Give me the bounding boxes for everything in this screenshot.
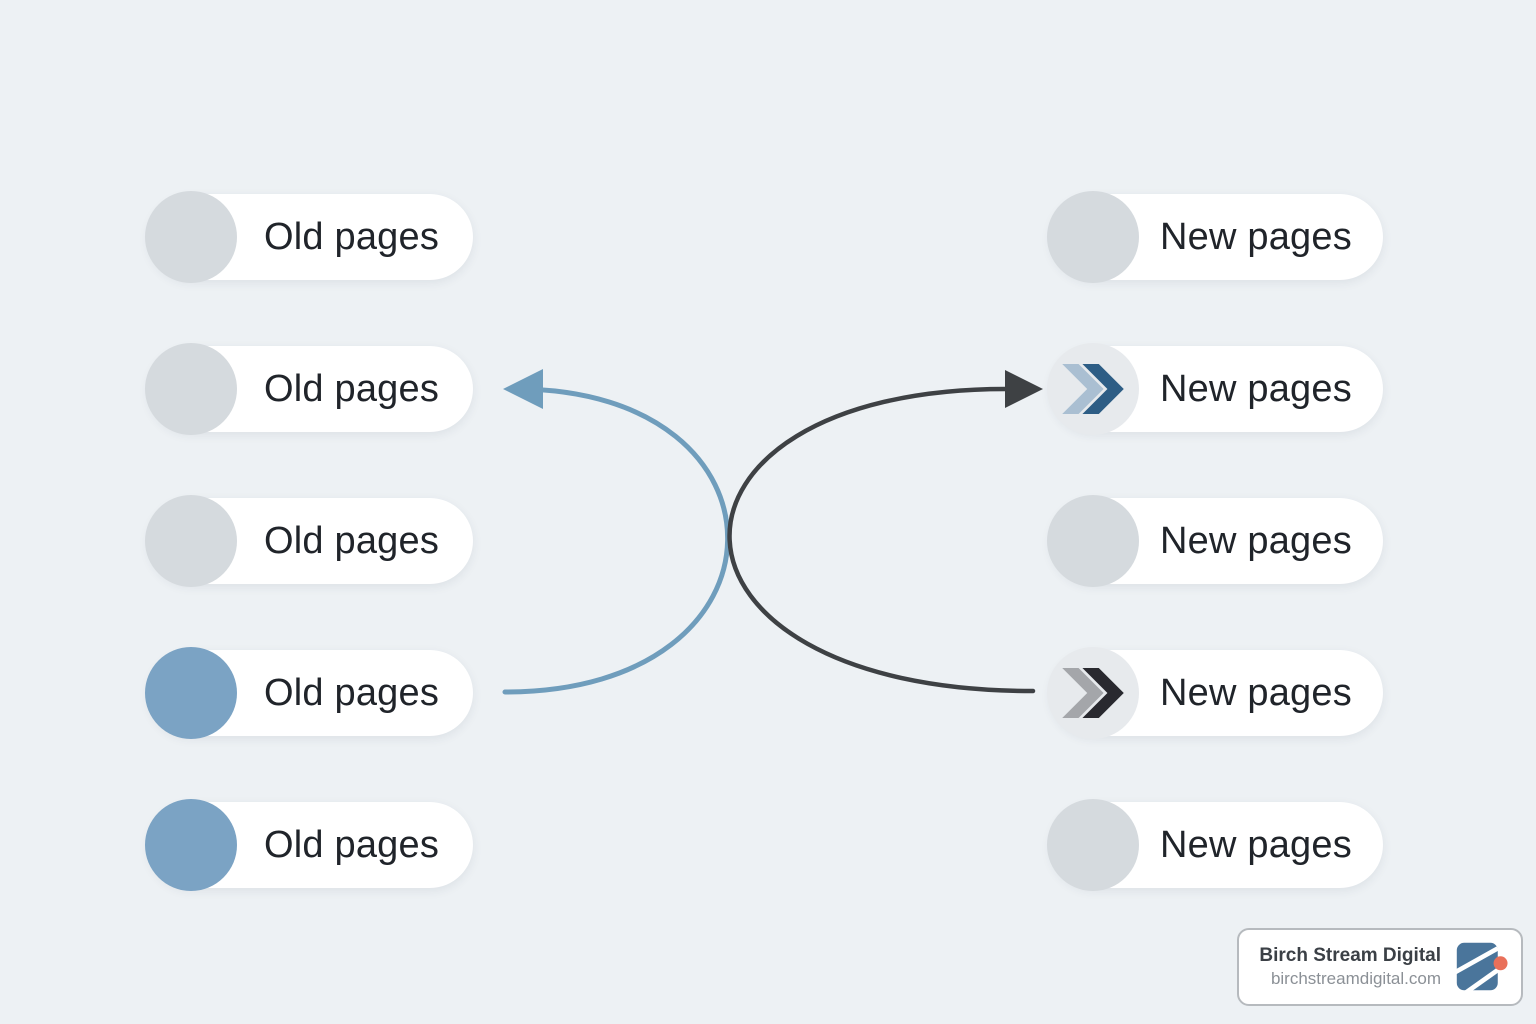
blue-arrowhead-left-icon xyxy=(503,369,543,409)
new-pages-pill-5: New pages xyxy=(1047,799,1383,891)
page-circle xyxy=(1047,799,1139,891)
new-pages-pill-3: New pages xyxy=(1047,495,1383,587)
old-pages-label: Old pages xyxy=(264,671,440,714)
old-pages-pill-2: Old pages xyxy=(145,343,473,435)
page-circle xyxy=(145,343,237,435)
old-pages-pill-1: Old pages xyxy=(145,191,473,283)
highlighted-page-circle xyxy=(145,799,237,891)
branding-card: Birch Stream Digital birchstreamdigital.… xyxy=(1237,928,1523,1006)
new-pages-label: New pages xyxy=(1160,823,1352,866)
old-pages-pill-3: Old pages xyxy=(145,495,473,587)
page-circle xyxy=(1047,191,1139,283)
brand-title: Birch Stream Digital xyxy=(1259,944,1441,966)
double-chevron-dark-icon xyxy=(1047,647,1139,739)
old-pages-label: Old pages xyxy=(264,215,440,258)
new-pages-label: New pages xyxy=(1160,519,1352,562)
brand-logo-icon xyxy=(1454,942,1508,994)
double-chevron-blue-icon xyxy=(1047,343,1139,435)
redirect-arrow-dark xyxy=(727,386,1036,694)
old-pages-label: Old pages xyxy=(264,367,440,410)
page-circle xyxy=(145,495,237,587)
old-pages-pill-4: Old pages xyxy=(145,647,473,739)
brand-url: birchstreamdigital.com xyxy=(1270,969,1441,989)
dark-arrowhead-right-icon xyxy=(1005,370,1043,408)
page-circle xyxy=(1047,495,1139,587)
old-pages-pill-5: Old pages xyxy=(145,799,473,891)
highlighted-page-circle xyxy=(145,647,237,739)
new-pages-pill-2: New pages xyxy=(1047,343,1383,435)
redirect-arrow-blue xyxy=(502,386,731,695)
old-pages-label: Old pages xyxy=(264,519,440,562)
old-pages-label: Old pages xyxy=(264,823,440,866)
new-pages-label: New pages xyxy=(1160,215,1352,258)
new-pages-pill-4: New pages xyxy=(1047,647,1383,739)
new-pages-label: New pages xyxy=(1160,367,1352,410)
page-circle xyxy=(145,191,237,283)
new-pages-label: New pages xyxy=(1160,671,1352,714)
new-pages-pill-1: New pages xyxy=(1047,191,1383,283)
